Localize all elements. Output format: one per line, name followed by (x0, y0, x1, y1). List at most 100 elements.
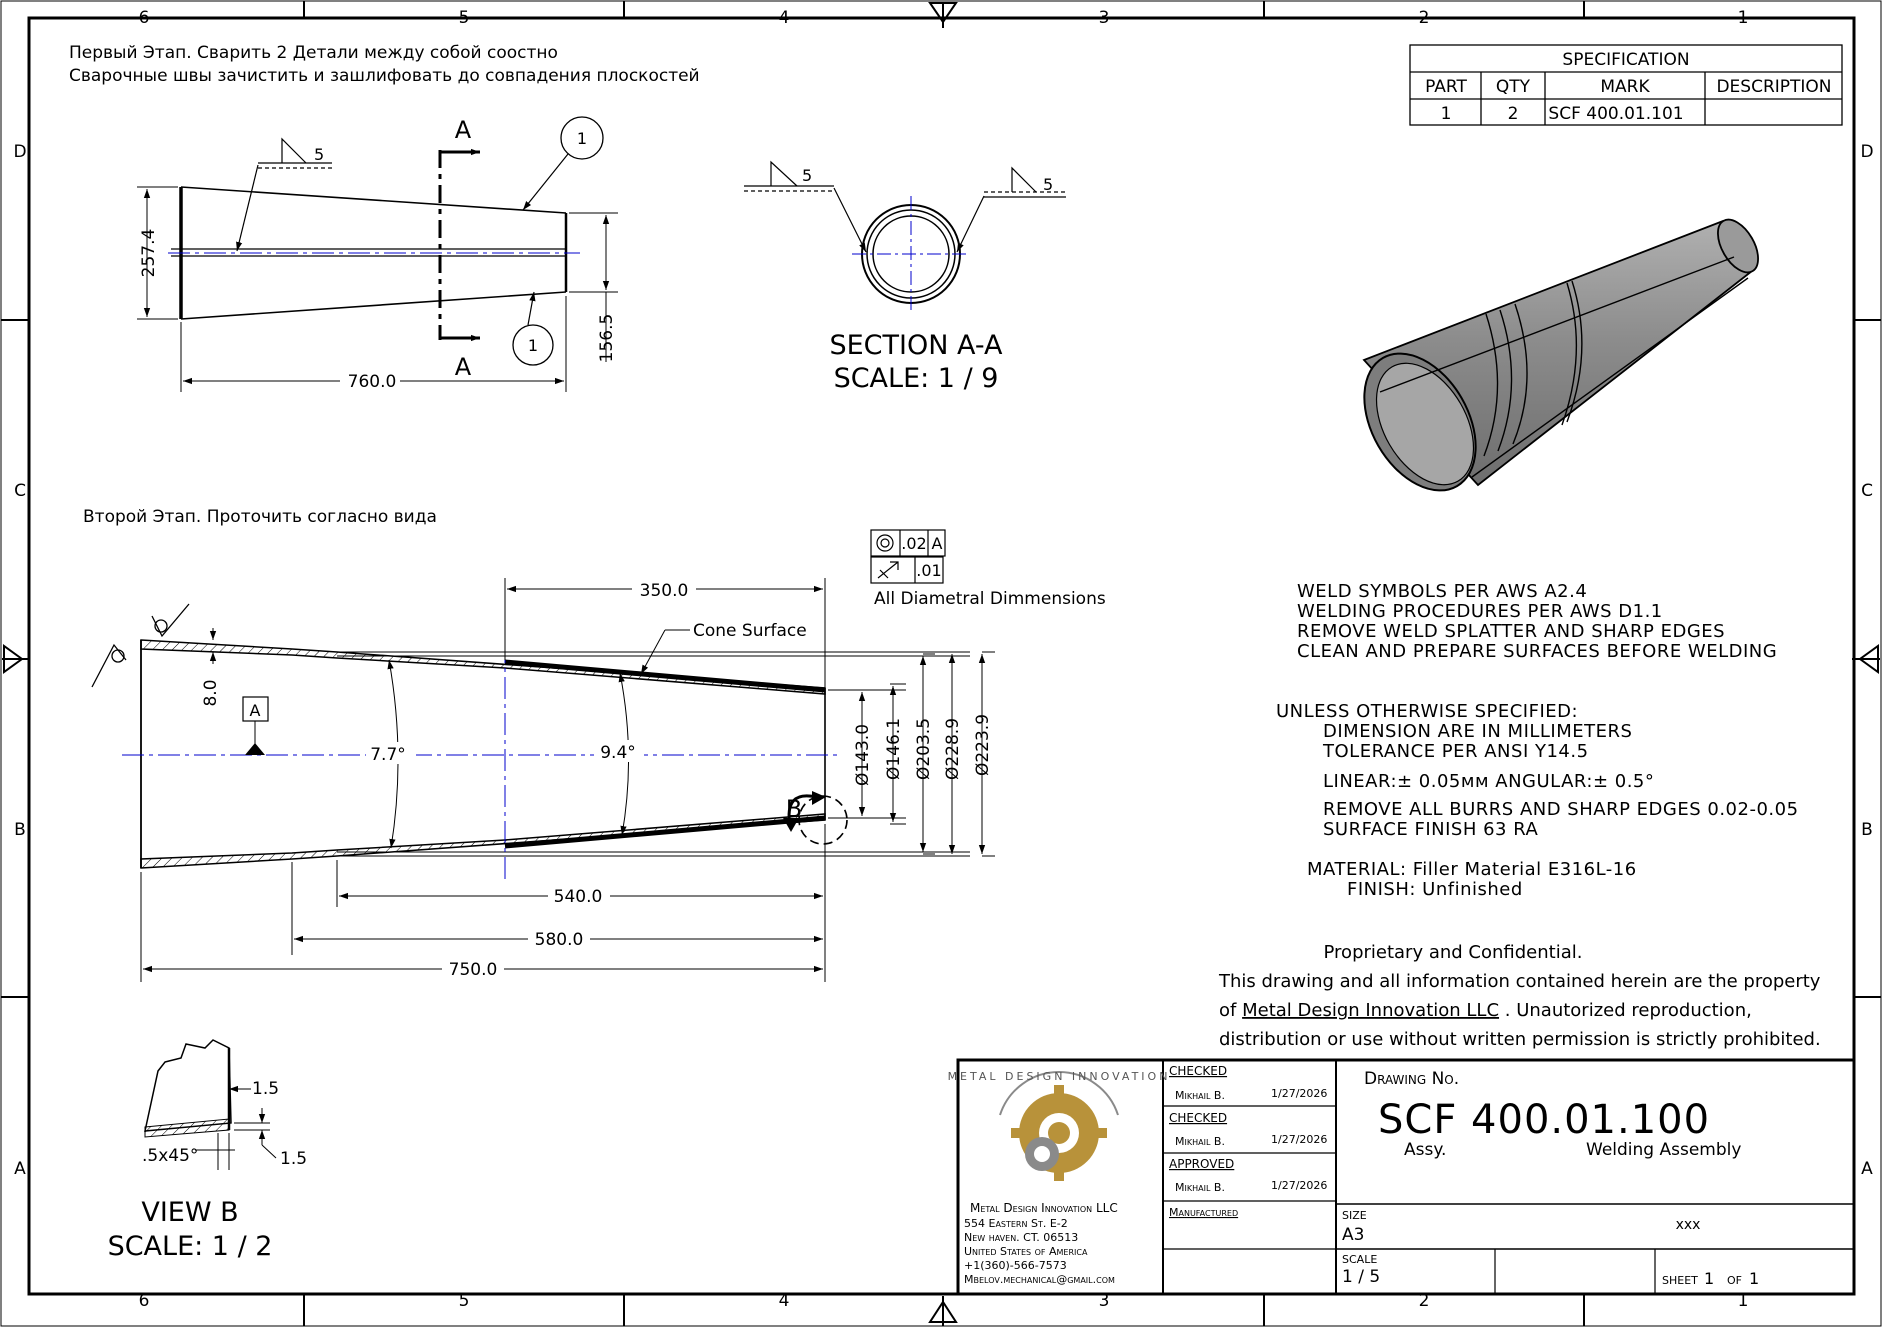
proprietary-line1: This drawing and all information contain… (1218, 971, 1821, 992)
datum-a-label: A (250, 701, 261, 720)
address-email: Mbelov.mechanical@gmail.com (964, 1273, 1115, 1286)
title-block: METAL DESIGN INNOVATION Metal Design Inn… (948, 1058, 1856, 1296)
spec-cell-qty: 2 (1508, 104, 1519, 124)
view-b-dim-1: 1.5 (252, 1079, 279, 1099)
stage-notes: Первый Этап. Сварить 2 Детали между собо… (69, 43, 700, 527)
assy-label: Assy. (1404, 1140, 1446, 1160)
note-weld-procedures: WELDING PROCEDURES PER AWS D1.1 (1297, 601, 1663, 622)
zone-bottom-1: 1 (1738, 1291, 1749, 1311)
approved-date: 1/27/2026 (1271, 1179, 1327, 1192)
spec-title: SPECIFICATION (1562, 50, 1689, 70)
zone-top-3: 3 (1099, 8, 1110, 28)
view-b-chamfer: .5x45° (142, 1146, 198, 1166)
checked2-name: Mikhail B. (1175, 1135, 1225, 1148)
main-view: 8.0 A 7.7° 9.4° 350.0 Cone Surface (91, 529, 1106, 982)
sheet-total: 1 (1749, 1269, 1759, 1288)
dim-350: 350.0 (640, 581, 689, 601)
weld-symbol-top-view (236, 137, 332, 252)
drawing-no-label: Drawing No. (1364, 1069, 1459, 1089)
manufactured-label: Manufactured (1169, 1206, 1238, 1219)
approved-name: Mikhail B. (1175, 1181, 1225, 1194)
scale-label: SCALE (1342, 1253, 1377, 1266)
cone-surface-note: Cone Surface (693, 621, 807, 641)
zone-right-b: B (1861, 820, 1873, 840)
weld-size-top-view: 5 (314, 145, 324, 164)
zone-top-1: 1 (1738, 8, 1749, 28)
general-notes: WELD SYMBOLS PER AWS A2.4 WELDING PROCED… (1276, 581, 1799, 900)
balloon-1-bottom: 1 (528, 336, 538, 355)
company-name: Metal Design Innovation LLC (970, 1201, 1118, 1215)
dim-156-5: 156.5 (597, 314, 617, 363)
note-unless: UNLESS OTHERWISE SPECIFIED: (1276, 701, 1578, 722)
drawing-number: SCF 400.01.100 (1378, 1097, 1710, 1143)
zone-bottom-2: 2 (1419, 1291, 1430, 1311)
company-logo (999, 1071, 1119, 1181)
view-b-dim-2: 1.5 (280, 1149, 307, 1169)
view-b-scale: SCALE: 1 / 2 (108, 1231, 273, 1262)
address-line2: New haven. CT. 06513 (964, 1231, 1078, 1244)
sheet-label: SHEET (1662, 1274, 1698, 1287)
spec-header-description: DESCRIPTION (1716, 77, 1831, 97)
proprietary-line3: distribution or use without written perm… (1219, 1029, 1821, 1050)
note-tolerance: TOLERANCE PER ANSI Y14.5 (1322, 741, 1589, 762)
dim-dia-228: Ø228.9 (943, 718, 963, 780)
checked1-date: 1/27/2026 (1271, 1087, 1327, 1100)
note-weld-splatter: REMOVE WELD SPLATTER AND SHARP EDGES (1297, 621, 1725, 642)
dim-750: 750.0 (449, 960, 498, 980)
note-dimensions: DIMENSION ARE IN MILLIMETERS (1323, 721, 1632, 742)
proprietary-notice: Proprietary and Confidential. This drawi… (1218, 942, 1821, 1050)
zone-top-5: 5 (459, 8, 470, 28)
spec-header-mark: MARK (1600, 77, 1650, 97)
checked1-name: Mikhail B. (1175, 1089, 1225, 1102)
note-finish: FINISH: Unfinished (1347, 879, 1523, 900)
dim-dia-146: Ø146.1 (884, 718, 904, 780)
fcf-concentricity-tol: .02 (901, 534, 926, 553)
zone-right-a: A (1861, 1159, 1873, 1179)
zone-top-4: 4 (779, 8, 790, 28)
angle-7-7: 7.7° (370, 745, 406, 765)
zone-left-d: D (13, 142, 26, 162)
zone-bottom-4: 4 (779, 1291, 790, 1311)
isometric-view (1362, 218, 1759, 492)
note-weld-symbols: WELD SYMBOLS PER AWS A2.4 (1297, 581, 1587, 602)
proprietary-line2: of Metal Design Innovation LLC . Unautor… (1219, 1000, 1752, 1021)
angle-9-4: 9.4° (600, 743, 636, 763)
stage1-line1: Первый Этап. Сварить 2 Детали между собо… (69, 43, 558, 63)
section-letter-top: A (455, 116, 472, 144)
note-burrs: REMOVE ALL BURRS AND SHARP EDGES 0.02-0.… (1323, 799, 1799, 820)
zone-bottom-3: 3 (1099, 1291, 1110, 1311)
zone-top-6: 6 (139, 8, 150, 28)
dim-257-4: 257.4 (139, 229, 159, 278)
checked1-label: CHECKED (1169, 1064, 1227, 1078)
logo-text: METAL DESIGN INNOVATION (948, 1070, 1171, 1083)
weld-size-section-right: 5 (1043, 175, 1053, 194)
assy-title: Welding Assembly (1586, 1140, 1741, 1160)
stage2-note: Второй Этап. Проточить согласно вида (83, 507, 437, 527)
spec-cell-mark: SCF 400.01.101 (1548, 104, 1683, 124)
proprietary-title: Proprietary and Confidential. (1324, 942, 1583, 963)
note-linear-angular: LINEAR:± 0.05мм ANGULAR:± 0.5° (1323, 771, 1654, 792)
note-surface-finish: SURFACE FINISH 63 RA (1323, 819, 1538, 840)
address-line3: United States of America (964, 1245, 1088, 1258)
zone-bottom-6: 6 (139, 1291, 150, 1311)
checked2-label: CHECKED (1169, 1111, 1227, 1125)
section-title: SECTION A-A (829, 330, 1003, 361)
company-address: Metal Design Innovation LLC 554 Eastern … (964, 1201, 1118, 1286)
section-scale: SCALE: 1 / 9 (834, 363, 999, 394)
section-view: 5 5 SECTION A-A SCALE: 1 / 9 (744, 160, 1066, 394)
balloon-1-top: 1 (577, 129, 587, 148)
zone-bottom-5: 5 (459, 1291, 470, 1311)
view-b-letter: B (786, 795, 802, 823)
dim-760: 760.0 (348, 372, 397, 392)
weld-size-section-left: 5 (802, 166, 812, 185)
spec-header-qty: QTY (1496, 77, 1531, 97)
stage1-line2: Сварочные швы зачистить и зашлифовать до… (69, 66, 700, 86)
zone-left-b: B (14, 820, 26, 840)
fcf-datum-a: A (932, 534, 943, 553)
dim-dia-143: Ø143.0 (853, 724, 873, 786)
zone-right-c: C (1861, 481, 1873, 501)
spec-header-part: PART (1425, 77, 1467, 97)
surface-finish-symbols (91, 603, 190, 688)
